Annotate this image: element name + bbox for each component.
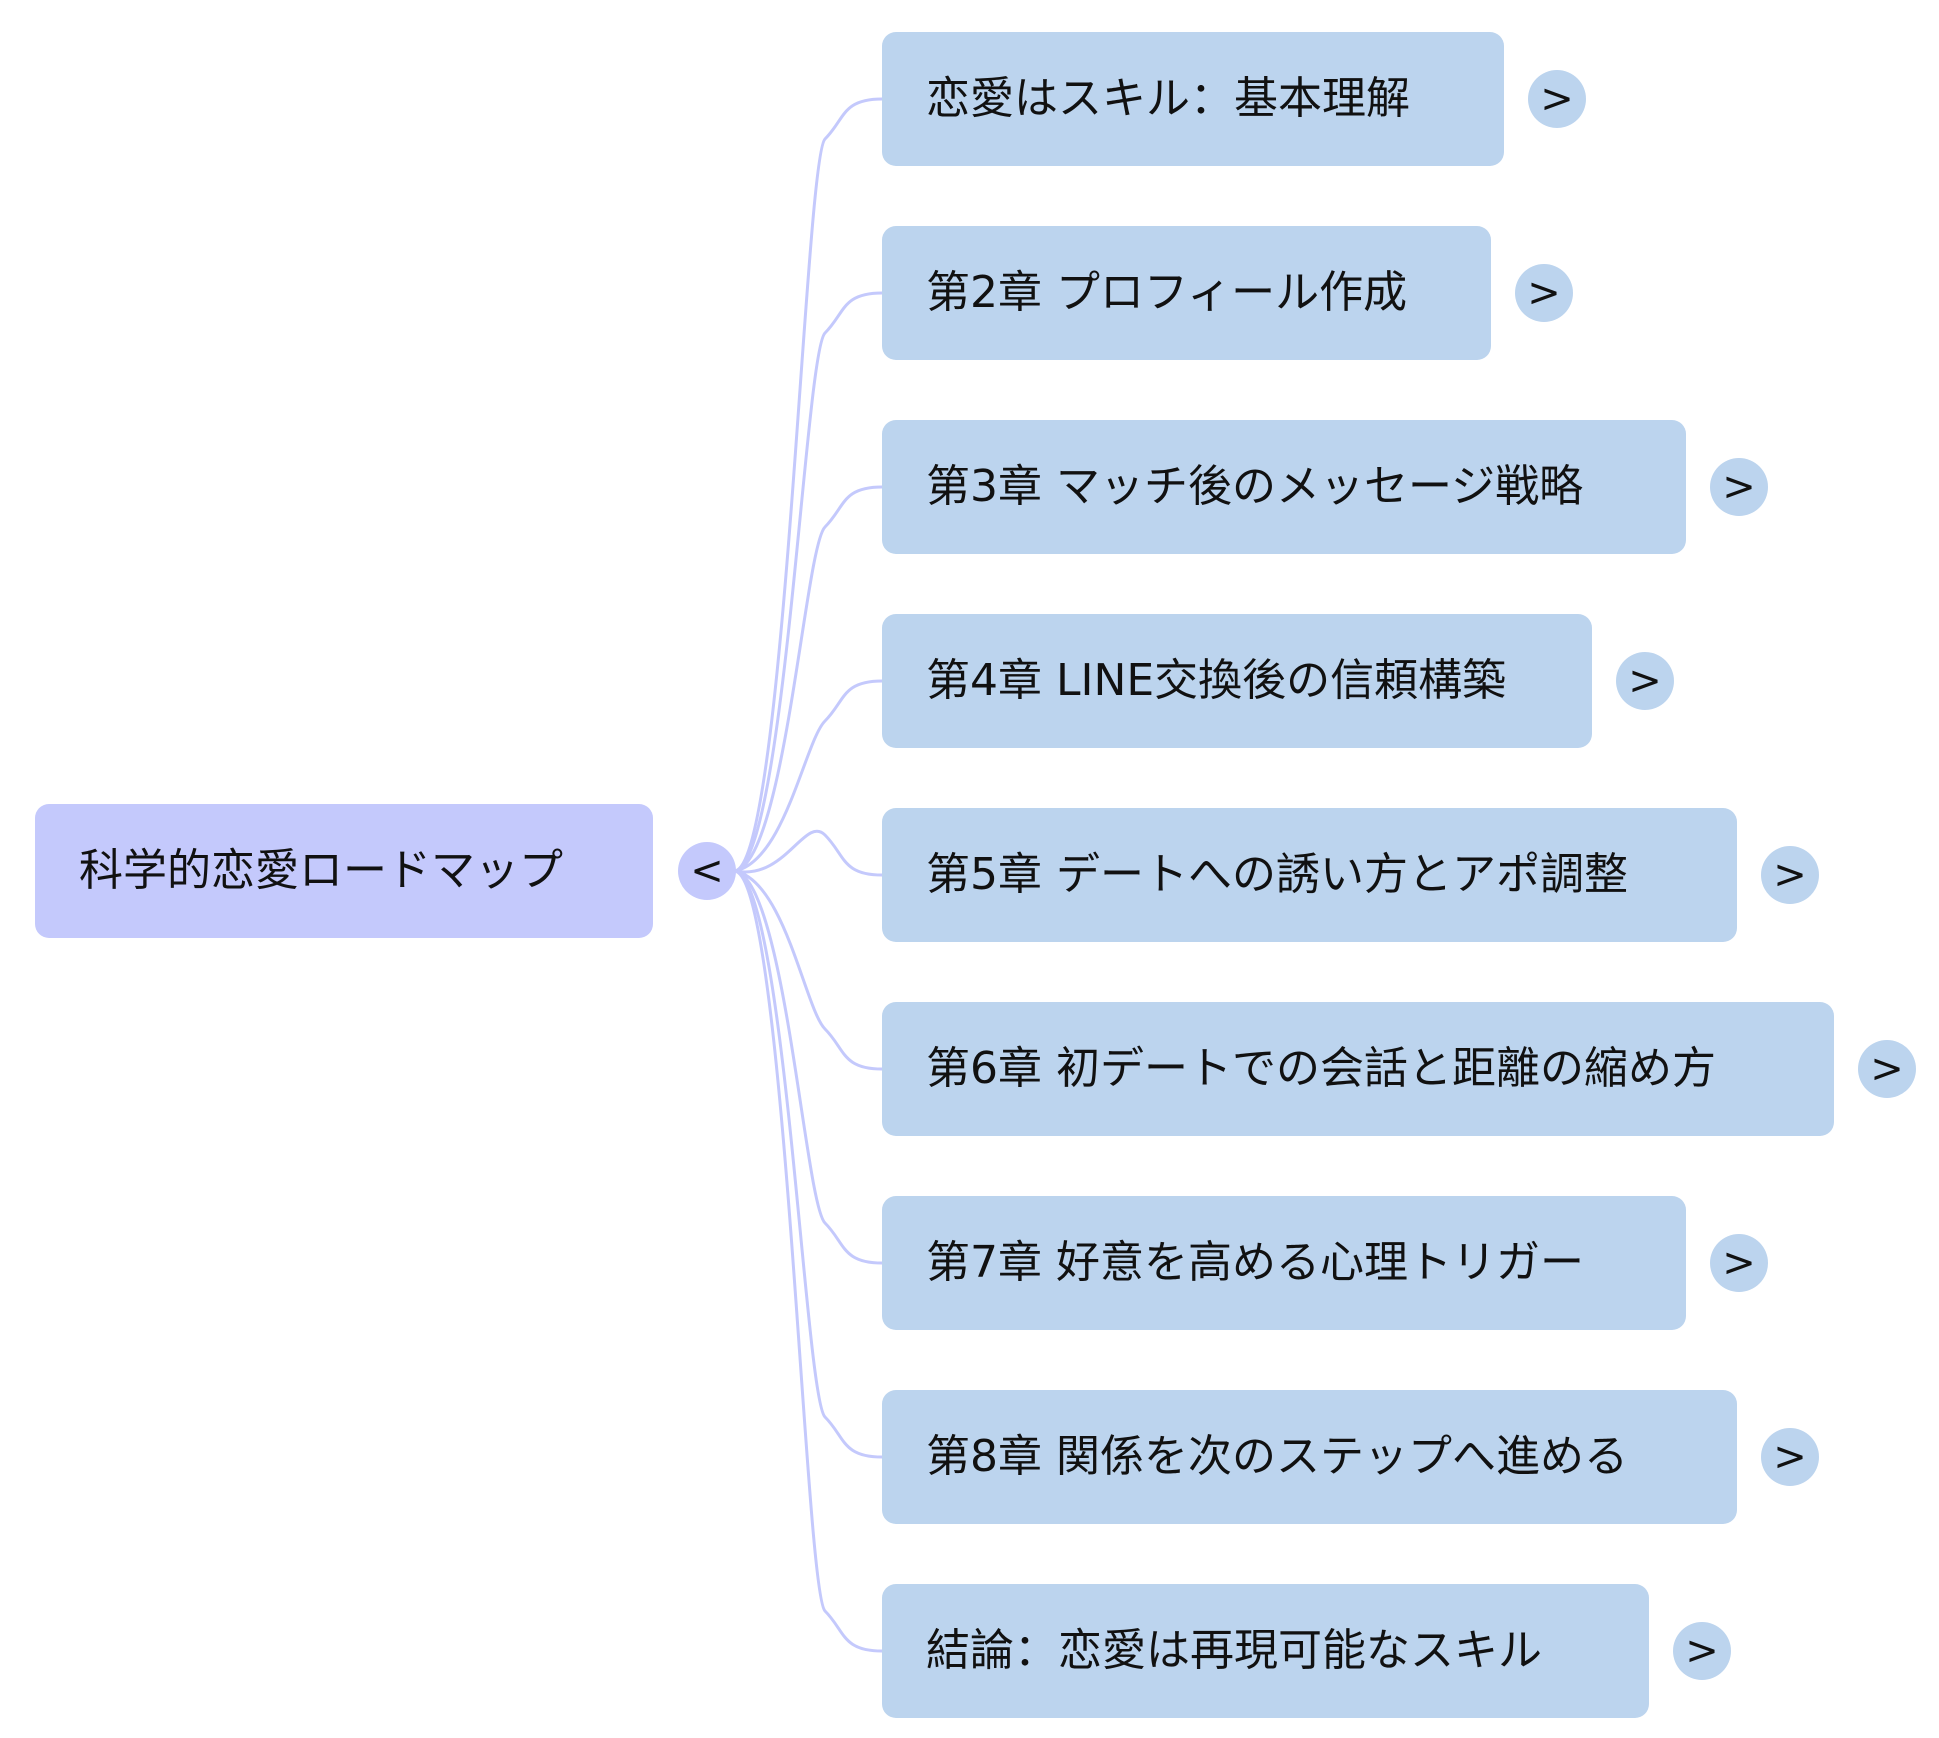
chapter-node[interactable]: 第2章 プロフィール作成 [882, 226, 1491, 360]
chapter-node-label: 第7章 好意を高める心理トリガー [926, 1237, 1584, 1288]
expand-toggle-icon[interactable]: > [1761, 1428, 1819, 1486]
chapter-node-label: 第3章 マッチ後のメッセージ戦略 [926, 461, 1584, 512]
chapter-node[interactable]: 恋愛はスキル：基本理解 [882, 32, 1504, 166]
expand-toggle-icon[interactable]: > [1761, 846, 1819, 904]
collapse-toggle-icon[interactable]: < [678, 842, 736, 900]
expand-symbol: > [1540, 76, 1574, 122]
connector-line [734, 679, 883, 873]
expand-toggle-icon[interactable]: > [1710, 1234, 1768, 1292]
expand-symbol: > [1722, 1240, 1756, 1286]
expand-symbol: > [1628, 658, 1662, 704]
chapter-node[interactable]: 第4章 LINE交換後の信頼構築 [882, 614, 1592, 748]
chapter-node-label: 第5章 デートへの誘い方とアポ調整 [926, 849, 1628, 900]
connector-line [734, 869, 883, 1653]
expand-symbol: > [1722, 464, 1756, 510]
expand-symbol: > [1870, 1046, 1904, 1092]
expand-symbol: > [1527, 270, 1561, 316]
connector-line [734, 485, 883, 873]
chapter-node-label: 第8章 関係を次のステップへ進める [926, 1431, 1628, 1482]
expand-symbol: > [1685, 1628, 1719, 1674]
connector-line [734, 869, 883, 1459]
expand-symbol: > [1773, 852, 1807, 898]
expand-toggle-icon[interactable]: > [1515, 264, 1573, 322]
expand-toggle-icon[interactable]: > [1858, 1040, 1916, 1098]
chapter-node-label: 結論：恋愛は再現可能なスキル [926, 1625, 1542, 1676]
chapter-node[interactable]: 第8章 関係を次のステップへ進める [882, 1390, 1737, 1524]
root-node[interactable]: 科学的恋愛ロードマップ [35, 804, 653, 938]
chapter-node[interactable]: 結論：恋愛は再現可能なスキル [882, 1584, 1649, 1718]
expand-symbol: > [1773, 1434, 1807, 1480]
chapter-node-label: 第2章 プロフィール作成 [926, 267, 1408, 318]
chapter-node[interactable]: 第5章 デートへの誘い方とアポ調整 [882, 808, 1737, 942]
chapter-node-label: 恋愛はスキル：基本理解 [926, 73, 1410, 124]
chapter-node[interactable]: 第6章 初デートでの会話と距離の縮め方 [882, 1002, 1834, 1136]
chapter-node-label: 第4章 LINE交換後の信頼構築 [926, 655, 1507, 706]
collapse-symbol: < [690, 848, 724, 894]
connector-line [734, 291, 883, 873]
chapter-node-label: 第6章 初デートでの会話と距離の縮め方 [926, 1043, 1716, 1094]
connector-line [734, 869, 883, 1071]
connector-line [734, 97, 883, 873]
expand-toggle-icon[interactable]: > [1616, 652, 1674, 710]
connector-line [734, 829, 883, 877]
expand-toggle-icon[interactable]: > [1710, 458, 1768, 516]
expand-toggle-icon[interactable]: > [1528, 70, 1586, 128]
connector-line [734, 869, 883, 1265]
chapter-node[interactable]: 第7章 好意を高める心理トリガー [882, 1196, 1686, 1330]
chapter-node[interactable]: 第3章 マッチ後のメッセージ戦略 [882, 420, 1686, 554]
expand-toggle-icon[interactable]: > [1673, 1622, 1731, 1680]
root-node-label: 科学的恋愛ロードマップ [79, 845, 563, 896]
